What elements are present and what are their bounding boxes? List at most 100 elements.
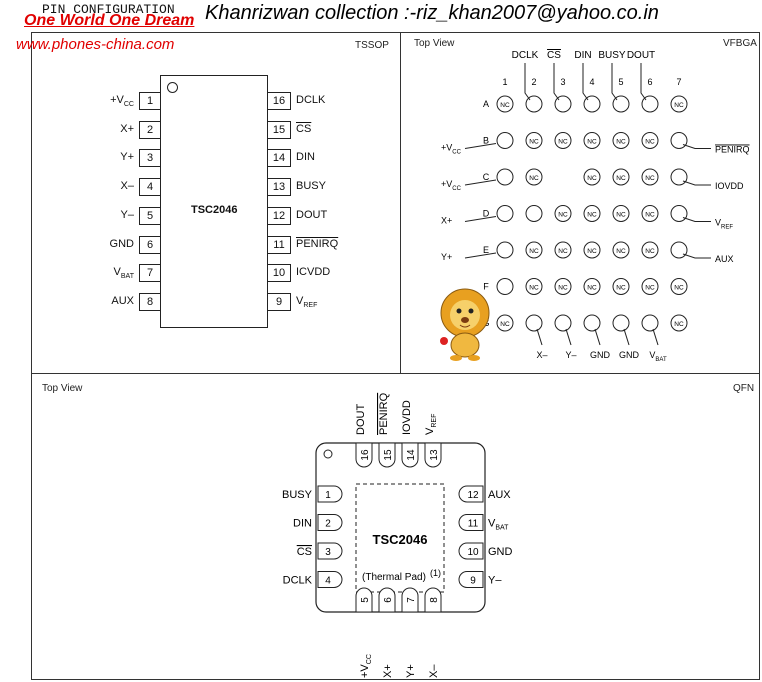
vfbga-row-label: F	[483, 282, 489, 292]
qfn-left-pin	[317, 514, 343, 531]
nc-ball	[670, 95, 688, 113]
vfbga-lead-line	[464, 179, 497, 186]
qfn-bottom-pin	[378, 587, 396, 613]
vfbga-lead-line	[682, 180, 711, 186]
nc-ball	[583, 241, 601, 259]
tssop-pin-name: Y+	[120, 151, 134, 164]
tssop-pin-number: 1	[139, 92, 161, 110]
signal-ball	[496, 168, 514, 186]
qfn-pin-number: 11	[468, 519, 479, 530]
vfbga-bottom-signal-label: Y–	[565, 350, 576, 360]
nc-ball-label: NC	[558, 248, 568, 255]
nc-ball	[641, 205, 659, 222]
nc-ball	[525, 132, 543, 149]
vfbga-left-signal-label: X+	[441, 216, 452, 226]
tssop-package: TSC2046	[160, 75, 268, 328]
vfbga-column-label: 7	[676, 77, 681, 87]
qfn-bottom-pin-name: X–	[428, 664, 440, 678]
qfn-pin-number: 1	[325, 490, 331, 501]
nc-ball	[641, 132, 659, 149]
tssop-pin-name: ICVDD	[296, 266, 331, 279]
tssop-pin-number: 2	[139, 120, 161, 139]
qfn-left-pin	[317, 485, 343, 503]
tssop-pin-number: 11	[267, 235, 291, 254]
qfn-thermal-pad-note: (1)	[430, 568, 441, 578]
tssop-pin-name: CS	[296, 122, 312, 135]
nc-ball-label: NC	[587, 175, 597, 182]
vfbga-lead-line	[682, 217, 711, 222]
vfbga-row-label: C	[483, 172, 490, 182]
vfbga-column-label: 3	[560, 77, 565, 87]
nc-ball-label: NC	[500, 321, 510, 328]
label-subscript: CC	[452, 150, 461, 156]
vfbga-right-signal-label: VREF	[715, 218, 733, 231]
vfbga-lead-line	[682, 144, 711, 149]
tssop-pin-number: 4	[139, 178, 161, 197]
vfbga-bottom-signal-label: GND	[590, 350, 611, 360]
vfbga-lead-line	[582, 63, 589, 101]
qfn-pin-number: 9	[470, 576, 476, 587]
qfn-pin-number: 16	[360, 449, 371, 461]
nc-ball	[583, 132, 601, 149]
qfn-right-pin	[458, 514, 484, 531]
vfbga-row-label: E	[483, 245, 489, 255]
qfn-bottom-pin-name: X+	[382, 664, 394, 678]
signal-ball	[612, 314, 630, 332]
qfn-pin1-marker-icon	[323, 449, 333, 459]
vfbga-lead-line	[464, 143, 497, 149]
nc-ball-label: NC	[529, 175, 539, 182]
signal-ball	[525, 314, 543, 332]
tssop-pin-number: 16	[267, 92, 291, 110]
qfn-bottom-pin	[401, 587, 419, 613]
qfn-pin-number: 5	[360, 597, 371, 603]
vfbga-top-signal-label: BUSY	[598, 50, 626, 61]
qfn-top-pin-name: VREF	[424, 414, 438, 435]
nc-ball	[612, 278, 630, 295]
qfn-top-pin	[378, 442, 396, 468]
nc-ball	[641, 241, 659, 259]
pin-name-subscript: BAT	[120, 273, 134, 281]
nc-ball-label: NC	[587, 285, 597, 292]
nc-ball	[612, 241, 630, 259]
vfbga-top-signal-label: DIN	[574, 50, 591, 61]
vfbga-right-signal-label: PENIRQ	[715, 145, 750, 155]
nc-ball-label: NC	[645, 285, 655, 292]
qfn-left-pin-name: BUSY	[282, 489, 313, 501]
tssop-title: TSSOP	[355, 40, 389, 51]
nc-ball	[554, 132, 572, 149]
nc-ball-label: NC	[645, 139, 655, 146]
label-subscript: BAT	[495, 525, 509, 532]
signal-ball	[525, 205, 543, 222]
nc-ball	[612, 205, 630, 222]
signal-ball	[554, 314, 572, 332]
qfn-pin-number: 10	[467, 547, 479, 558]
tssop-pin-name: X–	[120, 180, 134, 193]
nc-ball-label: NC	[674, 285, 684, 292]
vfbga-lead-line	[611, 63, 618, 101]
signal-ball	[496, 132, 514, 149]
vfbga-lead-line	[565, 328, 572, 346]
qfn-bottom-pin-name: Y+	[405, 664, 417, 678]
nc-ball	[583, 168, 601, 186]
qfn-left-pin-name: CS	[297, 546, 312, 558]
qfn-top-view-label: Top View	[42, 383, 83, 394]
qfn-pin-number: 14	[406, 449, 417, 461]
vfbga-lead-line	[640, 63, 647, 101]
qfn-thermal-pad-outline	[355, 483, 445, 593]
signal-ball	[641, 314, 659, 332]
lion-mascot-icon	[440, 288, 490, 361]
tssop-pin-number: 9	[267, 292, 291, 311]
qfn-top-pin	[401, 442, 419, 468]
pin-name-subscript: REF	[303, 302, 318, 310]
pin-name-subscript: CC	[123, 101, 134, 109]
tssop-pin-name: VBAT	[113, 266, 134, 281]
nc-ball-label: NC	[616, 139, 626, 146]
qfn-bottom-pin	[424, 587, 442, 613]
nc-ball	[641, 278, 659, 295]
nc-ball	[554, 241, 572, 259]
nc-ball	[496, 314, 514, 332]
label-subscript: REF	[431, 414, 438, 428]
nc-ball-label: NC	[500, 102, 510, 109]
nc-ball	[554, 205, 572, 222]
vfbga-top-signal-label: CS	[547, 50, 561, 61]
